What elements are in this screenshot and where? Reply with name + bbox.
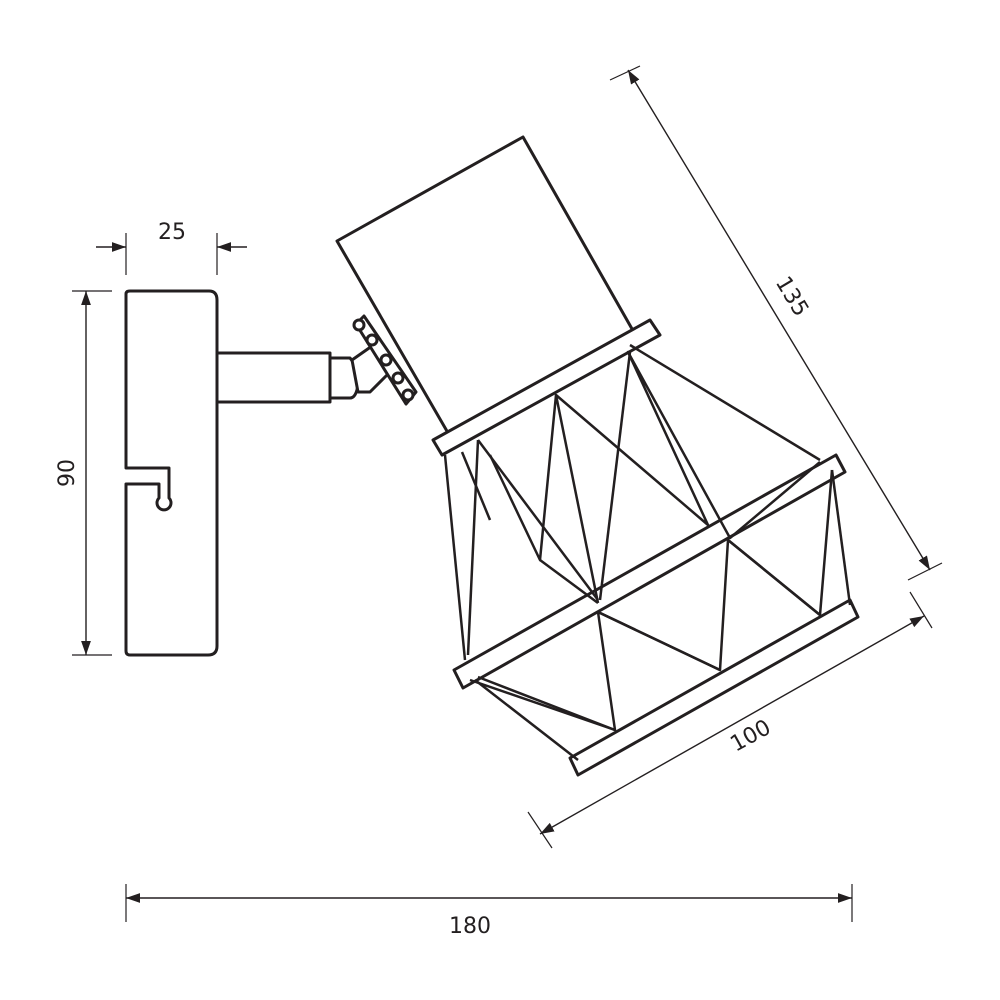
- dim-label-shade-diameter: 100: [726, 715, 775, 757]
- dim-label-base-depth: 25: [158, 220, 186, 245]
- lamp-socket-body: [335, 135, 642, 447]
- lamp-arm: [215, 351, 360, 404]
- dimension-total-width: 180: [125, 884, 853, 939]
- swivel-joint: [350, 314, 418, 406]
- dim-label-shade-length: 135: [770, 272, 813, 321]
- wall-base-plate: [124, 289, 219, 657]
- dim-label-total-width: 180: [449, 914, 491, 939]
- dimension-base-depth: 25: [96, 220, 247, 275]
- dimension-base-height: 90: [55, 290, 112, 656]
- dim-label-base-height: 90: [55, 459, 80, 487]
